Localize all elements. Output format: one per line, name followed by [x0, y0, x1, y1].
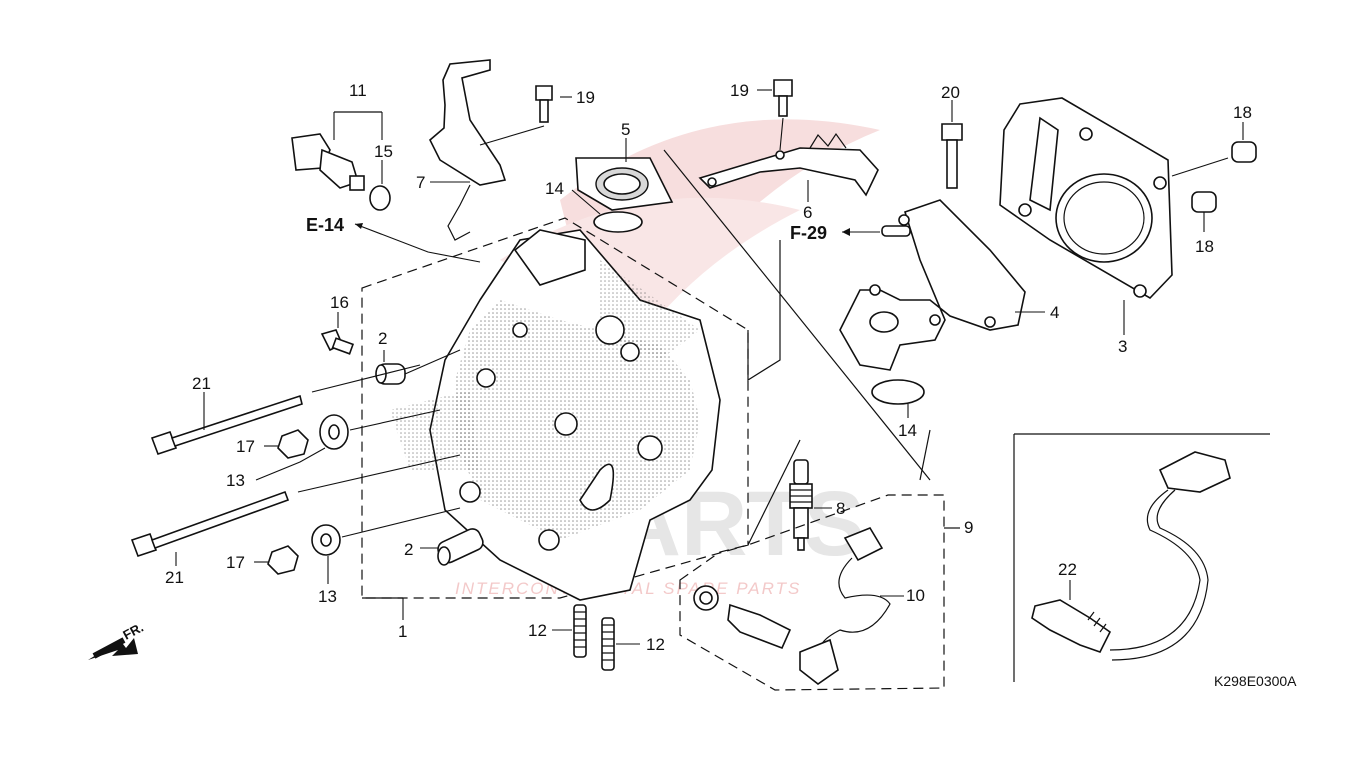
callout-12b: 12 — [646, 635, 665, 654]
temperature-sensor-11 — [291, 133, 365, 191]
callout-8: 8 — [836, 499, 845, 518]
dowel-pin-2b — [437, 528, 484, 566]
ref-f29: F-29 — [790, 223, 827, 243]
callout-15: 15 — [374, 142, 393, 161]
bolt-16 — [320, 329, 355, 355]
callout-6: 6 — [803, 203, 812, 222]
callout-5: 5 — [621, 120, 630, 139]
bolt-19b — [773, 79, 793, 117]
callout-21a: 21 — [192, 374, 211, 393]
o2-sensor — [693, 527, 891, 685]
bolt-20 — [941, 123, 963, 189]
callout-3: 3 — [1118, 337, 1127, 356]
callout-18b: 18 — [1195, 237, 1214, 256]
callout-13a: 13 — [226, 471, 245, 490]
insulator-plate — [575, 157, 674, 211]
callout-10: 10 — [906, 586, 925, 605]
ref-e14: E-14 — [306, 215, 344, 235]
callout-16: 16 — [330, 293, 349, 312]
o-ring-15 — [369, 185, 391, 211]
callout-4: 4 — [1050, 303, 1059, 322]
callout-22: 22 — [1058, 560, 1077, 579]
nut-17b — [267, 545, 299, 575]
callout-17b: 17 — [226, 553, 245, 572]
callout-17a: 17 — [236, 437, 255, 456]
stud-12a — [573, 604, 587, 658]
callout-9: 9 — [964, 518, 973, 537]
callout-18a: 18 — [1233, 103, 1252, 122]
callout-19b: 19 — [730, 81, 749, 100]
stud-bolt-21a — [150, 394, 303, 456]
dowel-18b — [1191, 191, 1217, 213]
nut-17a — [277, 429, 309, 459]
intake-manifold — [839, 199, 1026, 371]
front-label: FR. — [120, 620, 146, 643]
o-ring-14b — [871, 379, 925, 405]
diagram-code: K298E0300A — [1214, 673, 1297, 689]
dowel-18a — [1231, 141, 1257, 163]
callout-20: 20 — [941, 83, 960, 102]
sensor-22 — [1031, 451, 1231, 661]
callout-2a: 2 — [378, 329, 387, 348]
callout-11: 11 — [349, 81, 367, 100]
callout-1: 1 — [398, 622, 407, 641]
bracket-6 — [698, 132, 879, 197]
o-ring-14a — [593, 211, 643, 233]
dowel-pin-2a — [375, 363, 406, 385]
callout-14a: 14 — [545, 179, 564, 198]
cylinder-head — [361, 217, 749, 601]
wire-bracket-7 — [429, 59, 507, 241]
stud-12b — [601, 617, 615, 671]
callout-21b: 21 — [165, 568, 184, 587]
cylinder-head-gasket — [999, 97, 1173, 300]
front-arrow-icon — [88, 637, 138, 660]
spark-plug — [789, 459, 813, 551]
callout-12a: 12 — [528, 621, 547, 640]
callout-7: 7 — [416, 173, 425, 192]
callout-2b: 2 — [404, 540, 413, 559]
callout-14b: 14 — [898, 421, 917, 440]
bolt-19a — [535, 85, 553, 123]
callout-13b: 13 — [318, 587, 337, 606]
callout-19a: 19 — [576, 88, 595, 107]
stud-bolt-21b — [130, 490, 290, 558]
